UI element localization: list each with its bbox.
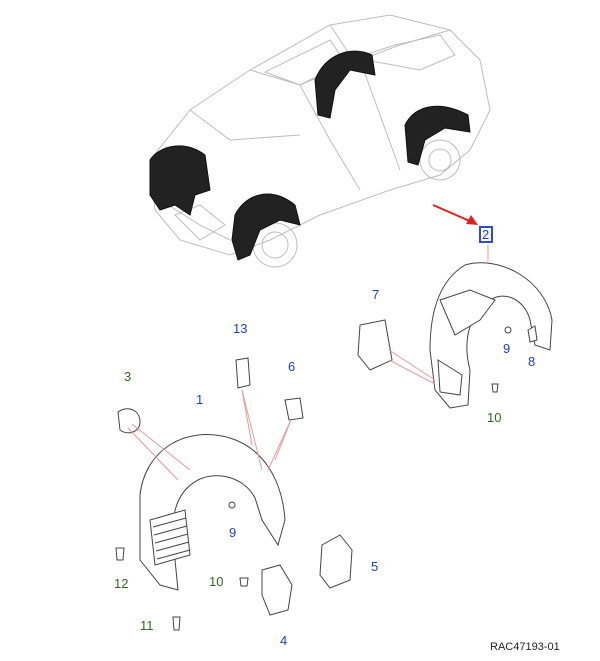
callout-7: 7 [372,287,379,302]
callout-6: 6 [288,359,295,374]
pointer-arrow [432,204,478,225]
reference-code: RAC47193-01 [490,641,560,653]
highlight-box [479,226,493,243]
callout-3: 3 [124,369,131,384]
bracket-4 [261,564,293,616]
cover-cap-3 [117,408,141,434]
bracket-5 [319,534,353,589]
fastener-9-rear [504,326,512,334]
rear-liner-assembly [357,245,553,409]
callout-4: 4 [280,633,287,648]
callout-5: 5 [371,559,378,574]
front-left-liner-highlight [149,145,211,216]
vehicle-overview [149,14,491,268]
screw-12 [115,547,125,561]
clip-8 [527,325,538,343]
screw-10-front [239,577,249,587]
bracket-13 [235,357,251,389]
callout-10-rear: 10 [487,410,501,425]
liner-vent [149,509,191,566]
front-right-liner-highlight [231,193,301,261]
screw-10-rear [491,383,499,393]
callout-8: 8 [528,354,535,369]
callout-9-front: 9 [229,525,236,540]
fastener-9-front [228,501,236,509]
front-liner-assembly [115,357,353,631]
callout-2: 2 [482,227,489,242]
callout-12: 12 [114,576,128,591]
callout-10-front: 10 [209,574,223,589]
rear-right-liner-highlight [404,105,471,166]
bracket-6 [284,397,304,421]
callout-11: 11 [140,618,154,633]
callout-9-rear: 9 [503,341,510,356]
callout-13: 13 [233,321,247,336]
rear-left-liner-highlight [314,50,376,119]
front-wheel-arch-liner [139,434,286,591]
rear-liner-patch [357,319,393,371]
screw-11 [172,616,181,631]
callout-1: 1 [196,392,203,407]
